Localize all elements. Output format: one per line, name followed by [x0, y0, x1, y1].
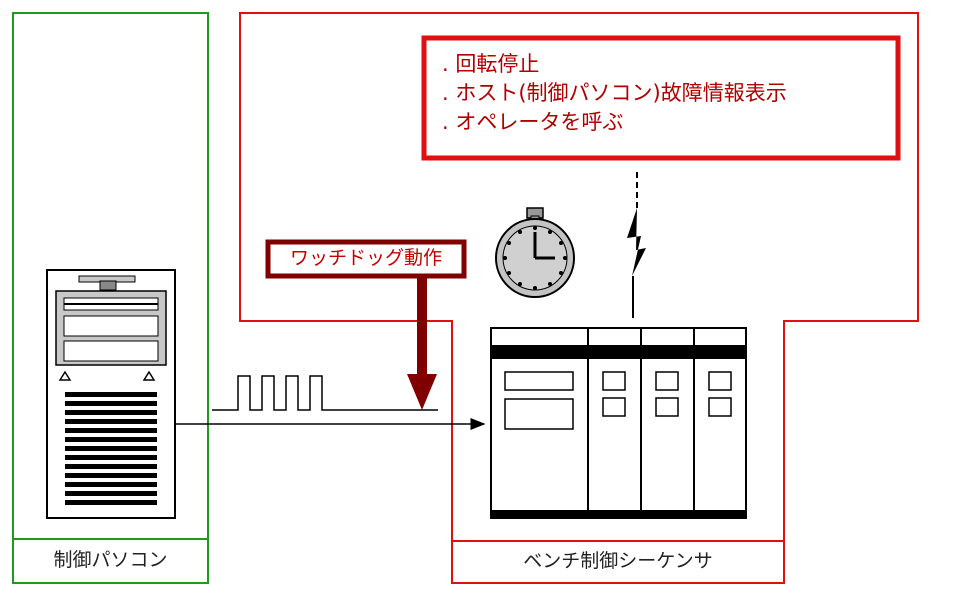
pc-label: 制御パソコン	[53, 549, 168, 571]
watchdog-arrow	[407, 276, 437, 410]
alert-item-text: オペレータを呼ぶ	[455, 110, 624, 134]
pc-frame	[12, 12, 209, 584]
alert-item: . オペレータを呼ぶ	[442, 110, 624, 134]
lightning-icon	[627, 172, 646, 318]
alert-item: . ホスト(制御パソコン)故障情報表示	[442, 81, 787, 105]
watchdog-box	[265, 239, 467, 279]
stopwatch-icon	[495, 207, 575, 298]
pulse-signal-icon	[212, 375, 438, 411]
alert-item: . 回転停止	[442, 52, 540, 76]
watchdog-label: ワッチドッグ動作	[289, 247, 442, 269]
sequencer-rack-icon	[490, 327, 747, 519]
alert-item-text: 回転停止	[455, 52, 540, 76]
pc-tower-icon	[46, 269, 176, 519]
alert-item-text: ホスト(制御パソコン)故障情報表示	[455, 81, 787, 105]
alert-list: . 回転停止 . ホスト(制御パソコン)故障情報表示 . オペレータを呼ぶ	[442, 50, 890, 137]
sequencer-label: ベンチ制御シーケンサ	[523, 550, 713, 572]
alert-box	[421, 35, 901, 161]
sequencer-frame	[239, 12, 919, 584]
